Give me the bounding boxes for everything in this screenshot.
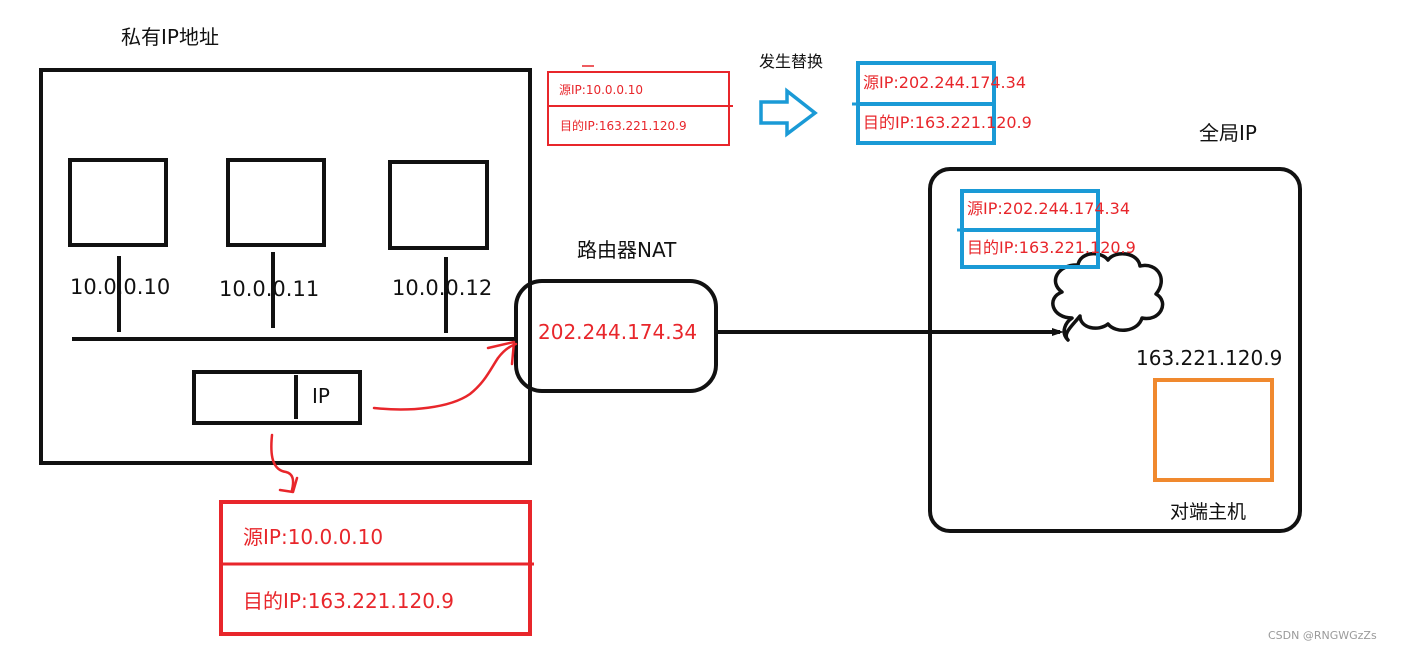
host-box-1 (68, 158, 168, 247)
host-ip-1: 10.0.0.10 (70, 275, 171, 299)
watermark: CSDN @RNGWGzZs (1268, 629, 1377, 642)
host-ip-3: 10.0.0.12 (392, 276, 493, 300)
private-network-title: 私有IP地址 (121, 25, 219, 49)
peer-ip: 163.221.120.9 (1136, 346, 1283, 370)
global-network-title: 全局IP (1199, 121, 1257, 145)
host-ip-2: 10.0.0.11 (219, 277, 320, 301)
global-network-box (928, 167, 1302, 533)
cloud-icon (1051, 252, 1165, 342)
detail-arrow (270, 433, 295, 492)
router-box (514, 279, 718, 393)
route-arrow-head (486, 340, 516, 366)
packet-global-dst: 目的IP:163.221.120.9 (967, 238, 1136, 257)
replace-arrow-icon (759, 87, 818, 138)
packet-after-src: 源IP:202.244.174.34 (863, 73, 1026, 92)
packet-private-box (219, 500, 532, 636)
peer-host-box (1153, 378, 1274, 482)
route-arrow (372, 342, 518, 411)
packet-after-dst: 目的IP:163.221.120.9 (863, 113, 1032, 132)
router-title: 路由器NAT (577, 238, 677, 262)
lan-packet-box (192, 370, 362, 425)
replace-label: 发生替换 (759, 52, 824, 71)
packet-before-dst: 目的IP:163.221.120.9 (560, 119, 687, 133)
wan-link-tip (1052, 328, 1064, 336)
packet-global-src: 源IP:202.244.174.34 (967, 199, 1130, 218)
detail-arrow-head (278, 476, 299, 494)
packet-before-box (547, 71, 730, 146)
host-box-2 (226, 158, 326, 247)
router-ip: 202.244.174.34 (538, 320, 698, 344)
peer-label: 对端主机 (1170, 501, 1247, 523)
host-box-3 (388, 160, 489, 250)
packet-private-src: 源IP:10.0.0.10 (243, 525, 384, 549)
packet-before-src: 源IP:10.0.0.10 (559, 83, 644, 97)
lan-packet-tag: IP (312, 384, 330, 408)
private-network-box (39, 68, 532, 465)
packet-private-dst: 目的IP:163.221.120.9 (243, 589, 455, 613)
